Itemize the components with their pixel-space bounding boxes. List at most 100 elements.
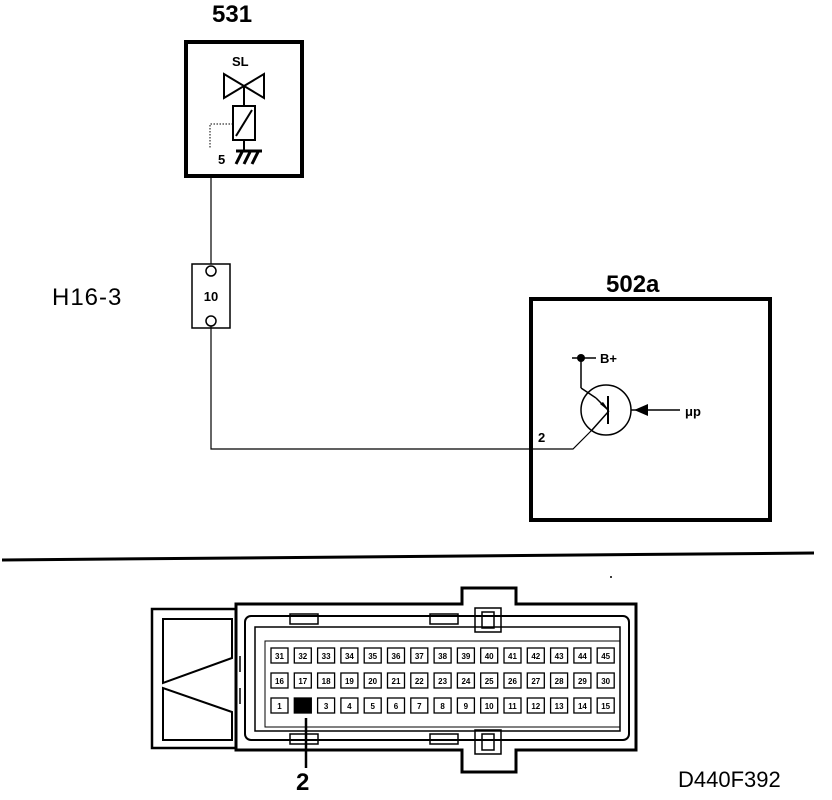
connector-pin-cell	[503, 697, 522, 714]
connector-pin-cell	[270, 647, 289, 664]
connector-pin-cell	[526, 647, 545, 664]
connector-pin-cell	[340, 647, 359, 664]
connector-pin-cell	[596, 647, 615, 664]
connector-pin-cell	[526, 672, 545, 689]
connector-pin-cell	[573, 672, 592, 689]
connector-pin-number: 43	[555, 652, 564, 661]
connector-pin-number: 10	[485, 702, 494, 711]
connector-pin-number: 2	[301, 702, 306, 711]
connector-pin-number: 45	[601, 652, 610, 661]
connector-label: H16-3	[52, 284, 122, 311]
connector-pin-number: 15	[601, 702, 610, 711]
connector-pin-number: 32	[298, 652, 307, 661]
connector-terminal-top	[205, 265, 217, 277]
solenoid-coil-icon	[232, 105, 256, 150]
connector-pin-number: 13	[555, 702, 564, 711]
module-label: 502a	[606, 271, 660, 298]
valve-unit-label: 531	[212, 1, 252, 28]
valve-symbol-label: SL	[232, 54, 249, 69]
connector-pin-cell	[293, 647, 312, 664]
connector-pin-number: 11	[508, 702, 517, 711]
connector-pin-cell	[386, 647, 406, 664]
connector-pin-number: 41	[508, 652, 517, 661]
connector-pin-cell	[410, 672, 429, 689]
connector-pin-cell	[549, 647, 569, 664]
connector-pin-cell	[480, 647, 499, 664]
connector-terminal-bottom	[205, 315, 217, 327]
connector-pin-cell	[340, 672, 359, 689]
connector-pin-number: 24	[461, 677, 470, 686]
connector-pin-number: 6	[394, 702, 399, 711]
connector-pin-number: 42	[531, 652, 540, 661]
connector-pin-cell	[503, 647, 522, 664]
connector-pin-number: 14	[578, 702, 587, 711]
ground-icon	[234, 149, 262, 165]
connector-pin-cell	[410, 697, 429, 714]
figure-reference: D440F392	[678, 767, 781, 792]
connector-pin-number: 3	[324, 702, 329, 711]
microprocessor-label: μp	[685, 404, 701, 419]
connector-pin-cell	[596, 697, 615, 714]
connector-pin-cell	[480, 672, 499, 689]
connector-pin-number: 34	[345, 652, 354, 661]
section-divider	[1, 551, 815, 562]
module-pin-label: 2	[538, 430, 545, 445]
connector-pin-cell	[340, 697, 359, 714]
connector-pin-cell	[480, 697, 499, 714]
connector-pin-number: 5	[370, 702, 375, 711]
connector-pin-cell	[316, 647, 336, 664]
connector-pin-number: 22	[415, 677, 424, 686]
connector-pin-cell	[456, 672, 476, 689]
connector-pin-cell	[526, 697, 545, 714]
connector-pin-cell	[316, 672, 336, 689]
connector-pin-cell	[410, 647, 429, 664]
connector-pin-cell	[433, 697, 452, 714]
speck	[610, 576, 612, 578]
connector-pin-number: 18	[322, 677, 331, 686]
connector-pin-cell	[270, 697, 289, 714]
connector-pin-number: 1	[277, 702, 282, 711]
connector-face	[150, 586, 638, 774]
connector-pin-number: 31	[275, 652, 284, 661]
connector-pin-cell	[433, 672, 452, 689]
connector-pin-cell	[316, 697, 336, 714]
valve-internal-lead	[209, 123, 233, 148]
valve-pin-label: 5	[218, 152, 225, 167]
connector-pin-number: 35	[368, 652, 377, 661]
connector-pin-cell	[386, 697, 406, 714]
connector-pin-cell	[573, 647, 592, 664]
wire-connector-to-module	[210, 326, 593, 450]
connector-pin-cell	[270, 672, 289, 689]
connector-pin-number: 19	[345, 677, 354, 686]
connector-pin-number: 4	[347, 702, 352, 711]
connector-pin-number: 37	[415, 652, 424, 661]
connector-pin-number: 36	[392, 652, 401, 661]
connector-pin-cell	[433, 647, 452, 664]
connector-pin-cell	[363, 672, 382, 689]
connector-pin-number: 33	[322, 652, 331, 661]
valve-icon	[223, 72, 265, 106]
supply-icon	[572, 354, 597, 399]
connector-pin-number: 23	[438, 677, 447, 686]
connector-pin-cell	[456, 647, 476, 664]
connector-pin-label: 10	[204, 289, 218, 304]
connector-pin-number: 40	[485, 652, 494, 661]
connector-pin-cell	[549, 672, 569, 689]
microprocessor-input-icon	[631, 404, 680, 416]
connector-pin-number: 38	[438, 652, 447, 661]
connector-pin-cell	[386, 672, 406, 689]
connector-pin-number: 25	[485, 677, 494, 686]
connector-pin-number: 39	[461, 652, 470, 661]
connector-pin-number: 26	[508, 677, 517, 686]
connector-pin-cell	[293, 672, 312, 689]
connector-pin-cell	[363, 647, 382, 664]
connector-pin-number: 17	[298, 677, 307, 686]
connector-pin-number: 9	[464, 702, 469, 711]
connector-pin-number: 21	[392, 677, 401, 686]
connector-pin-cell	[293, 697, 312, 714]
connector-pin-number: 30	[601, 677, 610, 686]
connector-pin-number: 29	[578, 677, 587, 686]
connector-pin-cell	[596, 672, 615, 689]
